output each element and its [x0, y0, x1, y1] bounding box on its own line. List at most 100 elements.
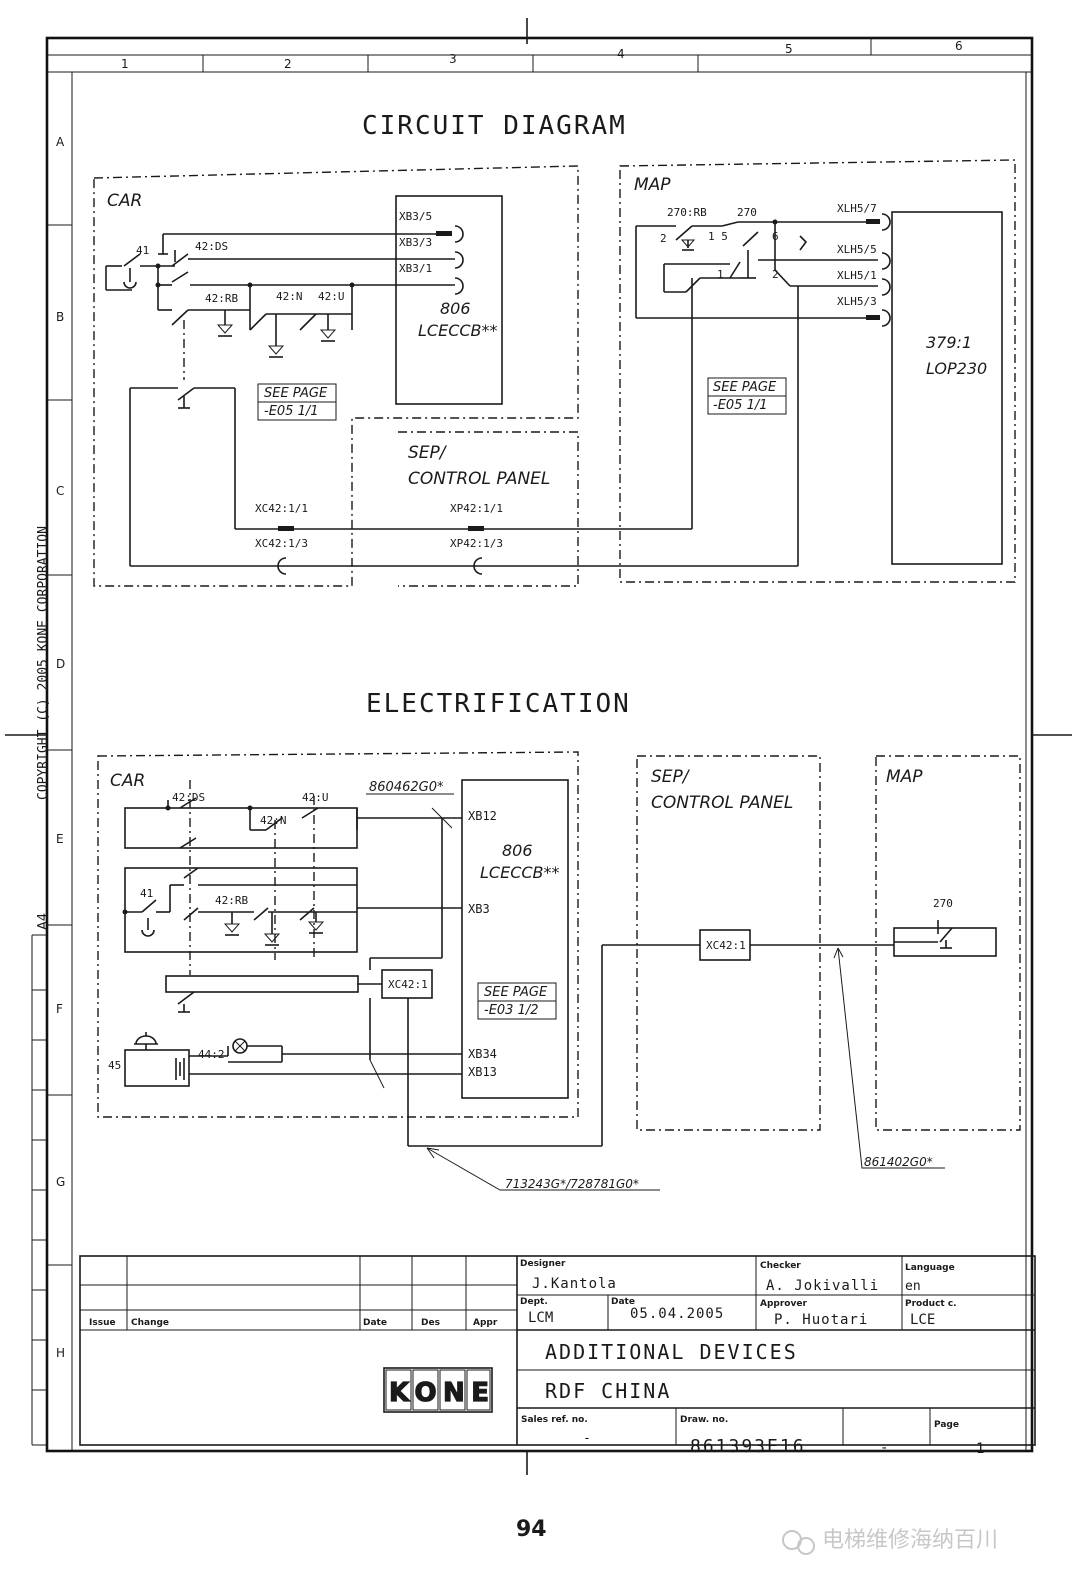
tb-date: 05.04.2005: [630, 1306, 724, 1322]
see-page-ref-1a: SEE PAGE: [264, 386, 328, 401]
elec-see-page-b: -E03 1/2: [484, 1003, 539, 1018]
xb12-label: XB12: [468, 809, 497, 823]
title-block: Issue Change Date Des Appr Designer J.Ka…: [79, 1255, 1036, 1457]
tb-page: 1: [976, 1441, 984, 1457]
tb-sales: -: [583, 1431, 591, 1446]
see-page-ref-2a: SEE PAGE: [713, 380, 777, 395]
page-number: 94: [516, 1517, 547, 1542]
kone-logo-text: KONE: [389, 1378, 489, 1408]
zone-H: H: [56, 1346, 65, 1360]
zone-5: 5: [785, 42, 793, 56]
e41-label: 41: [140, 887, 153, 900]
zone-4: 4: [617, 47, 625, 61]
circuit-diagram-title: CIRCUIT DIAGRAM: [362, 111, 627, 141]
xp42-11-label: XP42:1/1: [450, 502, 503, 515]
tb-drawing-number: 861393E16: [690, 1436, 806, 1457]
cable-860462-label: 860462G0*: [369, 780, 444, 795]
map-label: MAP: [634, 175, 671, 195]
zone-A: A: [56, 135, 65, 149]
car-boundary: [93, 165, 579, 587]
e42u-label: 42:U: [302, 791, 329, 804]
xb13-label: XB13: [468, 1065, 497, 1079]
zone-2: 2: [284, 57, 292, 71]
tb-date2-h: Date: [611, 1297, 635, 1307]
xlh5-5-label: XLH5/5: [837, 243, 877, 256]
e42rb-label: 42:RB: [215, 894, 248, 907]
tb-sales-h: Sales ref. no.: [521, 1415, 588, 1425]
copyright-text: COPYRIGHT (C) 2005 KONE CORPORATION: [36, 526, 51, 800]
xb3-label: XB3: [468, 902, 490, 916]
tb-product-h: Product c.: [905, 1299, 957, 1309]
tb-des-h: Des: [421, 1318, 440, 1328]
xlh5-7-label: XLH5/7: [837, 202, 877, 215]
elec-sep-boundary: [636, 755, 821, 1131]
tb-dept: LCM: [528, 1310, 553, 1326]
zone-D: D: [56, 657, 65, 671]
sw-terminal-1: 1: [717, 268, 724, 281]
lop-num: 379:1: [926, 333, 972, 352]
zone-E: E: [56, 832, 64, 846]
sw270-label: 270: [737, 206, 757, 219]
tb-title-2: RDF CHINA: [545, 1379, 671, 1403]
elec-map-label: MAP: [886, 767, 923, 787]
tb-language-h: Language: [905, 1263, 955, 1273]
sw-terminal-15: 1 5: [708, 230, 728, 243]
xb3-5-label: XB3/5: [399, 210, 432, 223]
board-806: [395, 195, 503, 405]
tb-product: LCE: [910, 1312, 935, 1328]
lop-name: LOP230: [926, 359, 987, 378]
car-switch-network: 41 42:DS 42:RB 42:N 42:U: [105, 234, 355, 566]
cable-861402-label: 861402G0*: [864, 1155, 933, 1169]
xc42-13-label: XC42:1/3: [255, 537, 308, 550]
zone-3: 3: [449, 52, 457, 66]
tb-appr-h: Appr: [473, 1318, 498, 1328]
map-boundary: [619, 159, 1016, 583]
electrification-title: ELECTRIFICATION: [366, 689, 631, 719]
tb-issue-h: Issue: [89, 1318, 116, 1328]
tb-page-h: Page: [934, 1420, 959, 1430]
e270-label: 270: [933, 897, 953, 910]
elec-car-boundary: [97, 751, 579, 1118]
sep-label-1: SEP/: [408, 443, 448, 463]
cable-713243-label: 713243G*/728781G0*: [505, 1177, 639, 1191]
tb-designer-h: Designer: [520, 1259, 566, 1269]
see-page-ref-1b: -E05 1/1: [264, 404, 319, 419]
xb3-connectors: [163, 225, 464, 295]
see-page-ref-2b: -E05 1/1: [713, 398, 768, 413]
tb-designer: J.Kantola: [532, 1276, 617, 1292]
tb-approver: P. Huotari: [774, 1312, 868, 1328]
zone-F: F: [56, 1002, 63, 1016]
alarm-device-45: [124, 1049, 190, 1087]
tb-checker-h: Checker: [760, 1261, 801, 1271]
xc42-sep-label: XC42:1: [706, 939, 746, 952]
elec-car-label: CAR: [110, 771, 145, 791]
zone-B: B: [56, 310, 64, 324]
elec-sep-label-2: CONTROL PANEL: [651, 793, 793, 813]
sw42u-label: 42:U: [318, 290, 345, 303]
paper-size: A4: [36, 913, 51, 930]
map-switch-network: [635, 213, 891, 566]
zone-G: G: [56, 1175, 65, 1189]
elec-sep-label-1: SEP/: [651, 767, 691, 787]
tb-approver-h: Approver: [760, 1299, 807, 1309]
sw42rb-label: 42:RB: [205, 292, 238, 305]
xc42-11-label: XC42:1/1: [255, 502, 308, 515]
watermark-text: 电梯维修海纳百川: [822, 1528, 998, 1553]
elec-car-wiring: 42:DS 42:U 42:N 41 42:RB: [108, 780, 700, 1147]
tb-revision: -: [880, 1440, 888, 1456]
xlh5-3-label: XLH5/3: [837, 295, 877, 308]
sw-terminal-2: 2: [660, 232, 667, 245]
sw42n-label: 42:N: [276, 290, 303, 303]
tb-dept-h: Dept.: [520, 1297, 548, 1307]
car-label: CAR: [107, 191, 142, 211]
xb3-1-label: XB3/1: [399, 262, 432, 275]
zone-6: 6: [955, 39, 963, 53]
zone-1: 1: [121, 57, 129, 71]
xlh5-1-label: XLH5/1: [837, 269, 877, 282]
e42ds-label: 42:DS: [172, 791, 205, 804]
elec-map-boundary: [875, 755, 1021, 1131]
sep-boundary: [398, 431, 579, 587]
tb-change-h: Change: [131, 1318, 169, 1328]
elec-board-806: [461, 779, 569, 1099]
